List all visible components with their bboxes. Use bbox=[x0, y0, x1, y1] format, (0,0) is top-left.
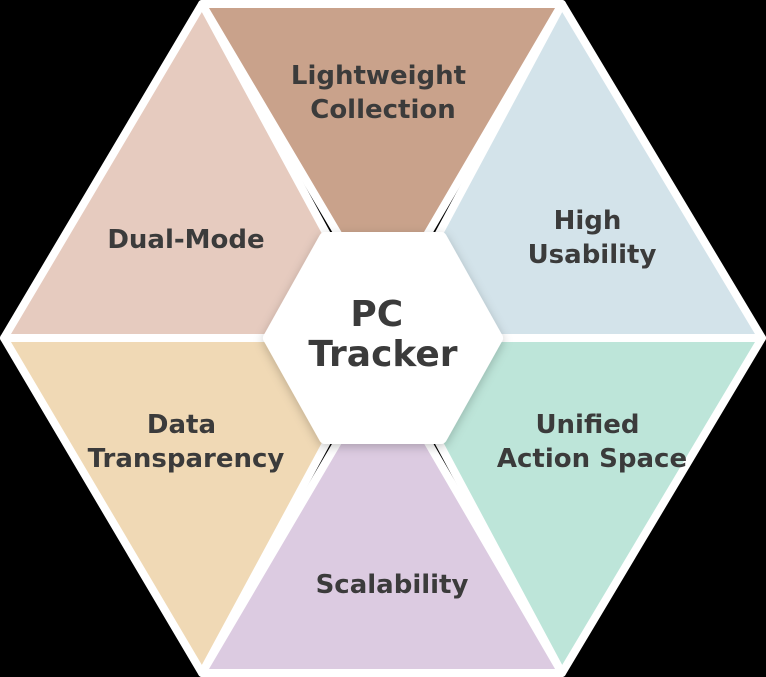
segment-dual-mode-shape bbox=[0, 0, 387, 342]
center-label-line-2: Tracker bbox=[308, 334, 457, 375]
segment-dual-mode-label-line-1: Dual-Mode bbox=[107, 225, 264, 255]
segment-scalability-label-line-1: Scalability bbox=[316, 570, 469, 600]
segment-dual-mode: Dual-Mode bbox=[0, 0, 387, 342]
segment-scalability: Scalability bbox=[198, 361, 566, 677]
segment-data-transparency-label-line-1: Data bbox=[147, 410, 216, 440]
center-hexagon-shape bbox=[263, 232, 503, 444]
segment-unified-action-space-shape bbox=[379, 334, 766, 677]
segment-unified-action-space-label: Unified Action Space bbox=[497, 410, 687, 474]
center-node: PC Tracker bbox=[263, 232, 503, 444]
segment-lightweight-collection: Lightweight Collection bbox=[198, 0, 566, 314]
segment-data-transparency-label: Data Transparency bbox=[88, 410, 285, 474]
segment-data-transparency-label-line-2: Transparency bbox=[88, 444, 285, 474]
segment-lightweight-collection-label-line-1: Lightweight bbox=[291, 61, 466, 91]
center-label: PC Tracker bbox=[308, 294, 457, 375]
segment-lightweight-collection-label-line-2: Collection bbox=[310, 95, 456, 125]
segment-high-usability-label-line-1: High bbox=[554, 206, 622, 236]
segment-high-usability: High Usability bbox=[379, 0, 766, 342]
segment-unified-action-space-label-line-1: Unified bbox=[535, 410, 639, 440]
segment-dual-mode-label: Dual-Mode bbox=[107, 225, 264, 255]
segment-scalability-label: Scalability bbox=[316, 570, 469, 600]
segment-unified-action-space-label-line-2: Action Space bbox=[497, 444, 687, 474]
segment-lightweight-collection-shape bbox=[198, 0, 566, 314]
segment-high-usability-label: High Usability bbox=[528, 206, 657, 270]
segment-lightweight-collection-label: Lightweight Collection bbox=[291, 61, 475, 125]
segment-unified-action-space: Unified Action Space bbox=[379, 334, 766, 677]
segment-scalability-shape bbox=[198, 361, 566, 677]
segment-high-usability-label-line-2: Usability bbox=[528, 240, 657, 270]
center-label-line-1: PC bbox=[350, 294, 403, 335]
